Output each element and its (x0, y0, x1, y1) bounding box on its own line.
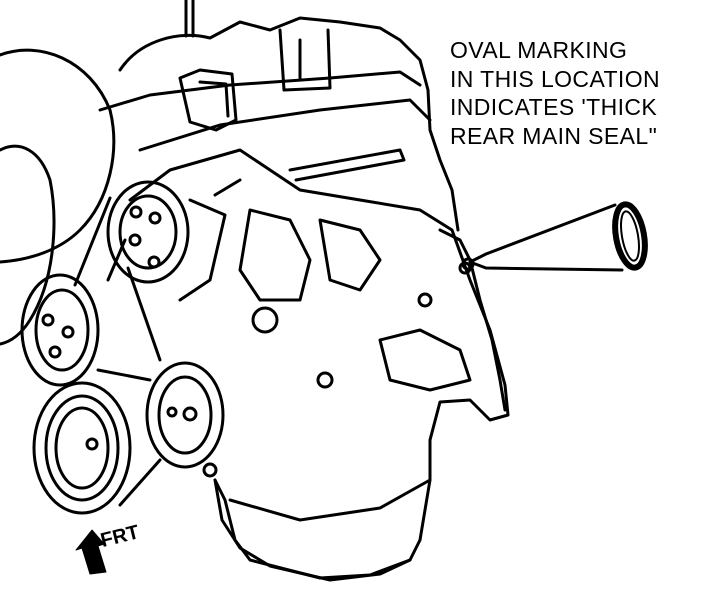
fuel-rail (288, 148, 406, 182)
callout-line-1: OVAL MARKING (450, 37, 628, 63)
block-detail-1 (238, 208, 312, 302)
block-detail-2 (318, 218, 382, 292)
crankshaft-pulley-edge (0, 48, 116, 264)
marking-location (461, 257, 475, 271)
oval-marking-icon (612, 201, 648, 271)
idler-pulley (106, 180, 190, 284)
upper-bracket (278, 28, 332, 92)
ac-compressor (0, 144, 56, 346)
bellhousing-flange (438, 228, 507, 412)
oil-pan (213, 478, 412, 582)
bolt-b (251, 306, 279, 334)
oil-pan-lip (228, 478, 432, 522)
bolt-d (202, 462, 218, 478)
power-steering-pulley (20, 273, 100, 387)
throttle-body (178, 68, 238, 132)
callout-line-3: INDICATES 'THICK (450, 94, 658, 120)
bolt-c (417, 292, 433, 308)
bolt-a (316, 371, 334, 389)
pointer-arrow-icon (468, 203, 624, 272)
block-detail-3 (378, 328, 472, 392)
front-arrow-icon (75, 529, 107, 575)
alternator-bracket (178, 178, 242, 302)
callout-line-2: IN THIS LOCATION (450, 65, 661, 92)
water-pump-pulley (145, 361, 225, 469)
valve-cover-right (138, 98, 432, 152)
dipstick-tube (184, 0, 195, 38)
callout-line-4: REAR MAIN SEAL" (450, 122, 658, 149)
intake-manifold (118, 16, 460, 232)
drive-belt (73, 196, 162, 507)
oval-marking-inner (620, 210, 640, 262)
valve-cover-left (98, 70, 422, 112)
harmonic-balancer (32, 381, 132, 515)
callout-text: OVAL MARKING IN THIS LOCATION INDICATES … (450, 36, 702, 150)
